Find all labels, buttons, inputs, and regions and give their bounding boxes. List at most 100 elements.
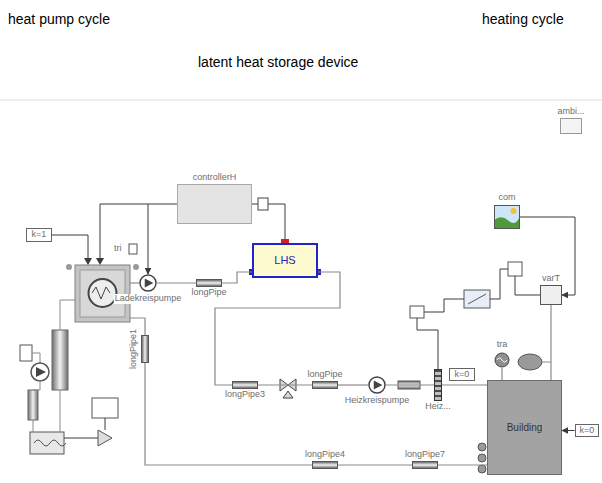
signal-line (52, 235, 88, 259)
signal-line (64, 438, 98, 439)
signal-arrow (96, 258, 104, 265)
pipe-line (33, 420, 34, 432)
port-dot (478, 465, 486, 473)
pipe-connector (222, 272, 252, 283)
signal-arrow (84, 258, 92, 265)
port-dot (478, 443, 486, 451)
node-label: LHS (273, 254, 296, 266)
pipe-connector (386, 384, 434, 385)
control-block (92, 398, 118, 418)
signal-connector (520, 217, 575, 295)
compressor-symbol (89, 279, 117, 307)
compressor-symbol (92, 287, 110, 299)
label-holder: Ladekreispumpe (114, 294, 183, 304)
pipe-connector (145, 363, 312, 465)
temperature-source: varT (540, 285, 562, 305)
node-label: ambi... (556, 107, 585, 117)
node-label: Ladekreispumpe (114, 294, 183, 304)
label-holder: Heiz... (424, 402, 452, 412)
pipe-symbol: longPipe4 (312, 461, 338, 469)
source-block (20, 345, 32, 361)
three-way-valve (283, 391, 293, 398)
radiator-symbol: Heiz... (434, 369, 442, 401)
pipe-line (60, 390, 61, 432)
pipe-line (130, 282, 139, 283)
curve-block (468, 294, 486, 304)
picture-frame (495, 206, 520, 229)
signal-line (424, 299, 464, 312)
tra-icon (494, 352, 510, 368)
pic-icon (494, 205, 520, 229)
transfer-wave (497, 358, 507, 362)
label-holder: longPipe (190, 288, 227, 298)
node-label: Heiz... (424, 402, 452, 412)
pump-triangle (145, 279, 154, 288)
pipe-connector (501, 368, 502, 380)
heat-flow-sensor (518, 354, 542, 370)
node-label: longPipe (306, 370, 343, 380)
pump-triangle (374, 381, 383, 390)
signal-line (515, 276, 540, 295)
node-label: tra (496, 340, 509, 350)
pump-icon (139, 274, 157, 292)
signal-line (417, 318, 438, 369)
node-label: longPipe1 (129, 328, 139, 370)
label-holder: longPipe (306, 370, 343, 380)
section-title: heat pump cycle (8, 11, 110, 27)
pipe-line (32, 353, 40, 363)
pipe-symbol (28, 390, 38, 420)
node-label: controllerH (192, 173, 238, 183)
signal-line (490, 269, 508, 299)
node-label: k=0 (454, 370, 471, 380)
label-holder: longPipe3 (224, 390, 266, 400)
pipe-connector (438, 464, 487, 465)
signal-connector (148, 204, 177, 274)
pipe-connector (258, 384, 312, 385)
node-label: longPipe3 (224, 390, 266, 400)
ground-collector (30, 432, 64, 454)
pipe-symbol: longPipe (196, 279, 222, 287)
node-label: k=0 (579, 426, 596, 436)
label-holder: varT (541, 274, 561, 284)
pump-circle (369, 377, 385, 393)
pump-symbol (31, 363, 49, 381)
label-holder: tra (496, 340, 509, 350)
building-box: Building (487, 380, 562, 475)
node-label: longPipe4 (304, 450, 346, 460)
label-holder: k=0 (579, 426, 596, 436)
signal-line (252, 204, 258, 205)
curve-block (464, 290, 490, 308)
pipe-connector (338, 384, 368, 385)
pump-circle (140, 275, 156, 291)
label-holder: longPipe4 (304, 450, 346, 460)
label-holder: ambi... (556, 107, 585, 117)
port-dot (66, 264, 72, 270)
gain-block: k=0 (449, 368, 475, 382)
control-block (410, 306, 424, 318)
pipe-connector (442, 384, 487, 385)
pipe-symbol: longPipe3 (232, 381, 258, 389)
pipe-line (60, 300, 75, 330)
signal-line (105, 418, 106, 430)
node-label: varT (541, 274, 561, 284)
label-holder: longPipe1 (129, 328, 139, 370)
pipe-connector (338, 464, 412, 465)
storage-box: LHS (252, 243, 318, 278)
gain-block: k=1 (26, 228, 52, 242)
heat-line (542, 362, 551, 363)
separator-line (0, 100, 602, 101)
ambient-block: ambi... (560, 118, 582, 134)
port-dot (133, 264, 139, 270)
label-holder: Building (506, 422, 544, 433)
node-label: longPipe7 (404, 450, 446, 460)
pipe-connector (215, 272, 340, 385)
node-label: Heizkreispumpe (344, 396, 411, 406)
pipe-symbol: longPipe (312, 381, 338, 389)
picture-sun (511, 208, 517, 214)
pipe-connector (550, 305, 551, 380)
label-holder: k=0 (454, 370, 471, 380)
pipe-connector (157, 282, 196, 283)
